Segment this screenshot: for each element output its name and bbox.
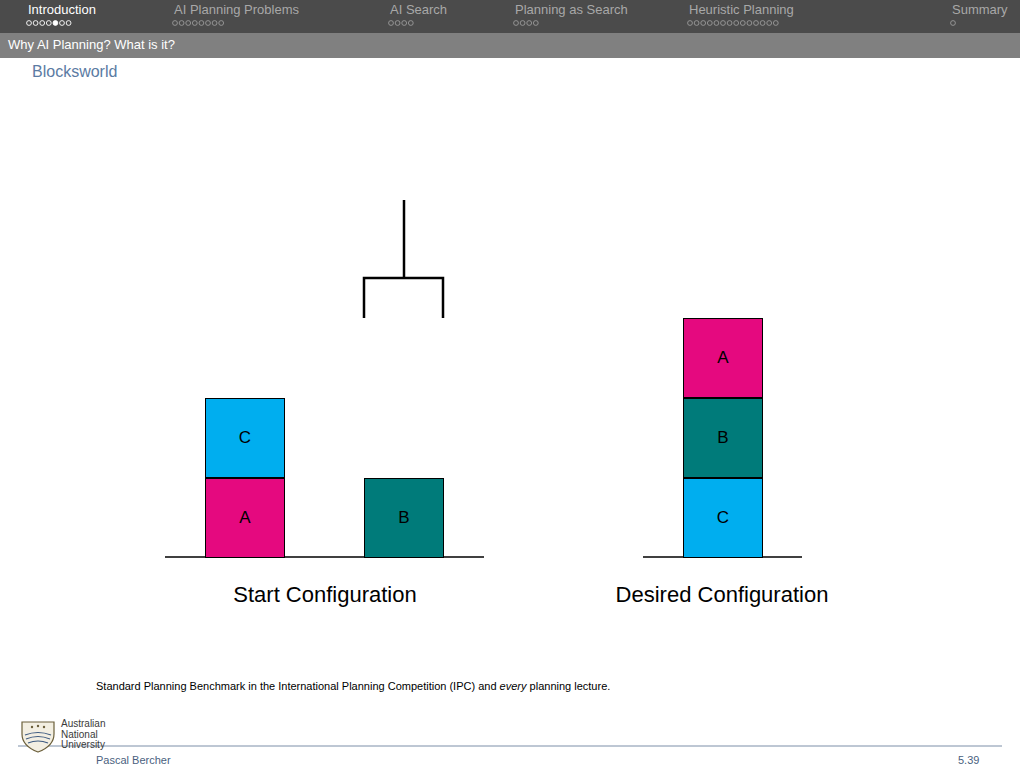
nav-dot [66, 21, 71, 26]
nav-section-active: Introduction [28, 3, 96, 18]
nav-dot [40, 21, 45, 26]
block-letter: A [717, 348, 728, 368]
nav-dot [192, 21, 197, 26]
nav-dots [27, 21, 956, 26]
block-box: C [205, 398, 285, 478]
nav-dot [46, 21, 51, 26]
nav-dot [173, 21, 178, 26]
nav-section: Planning as Search [515, 3, 628, 18]
nav-dot [199, 21, 204, 26]
gripper [364, 200, 443, 318]
footnote-text: planning lecture. [530, 680, 611, 692]
footnote-text: Standard Planning Benchmark in the Inter… [96, 680, 497, 692]
nav-dot [520, 21, 525, 26]
nav-section: Heuristic Planning [689, 3, 794, 18]
nav-dot [395, 21, 400, 26]
block-letter: A [239, 508, 250, 528]
block-box: A [205, 478, 285, 558]
nav-dot [727, 21, 732, 26]
nav-dot [533, 21, 538, 26]
nav-section: Summary [952, 3, 1008, 18]
university-name: Australian National University [61, 719, 123, 751]
block-box: B [364, 478, 444, 558]
block-box: B [683, 398, 763, 478]
nav-dot [688, 21, 693, 26]
nav-dot [740, 21, 745, 26]
block-box: C [683, 478, 763, 558]
author-name: Pascal Bercher [96, 754, 171, 767]
nav-dot [212, 21, 217, 26]
nav-dot [514, 21, 519, 26]
emphasis-text: every [500, 680, 527, 692]
nav-dot [773, 21, 778, 26]
nav-dot [33, 21, 38, 26]
nav-dot [179, 21, 184, 26]
nav-dot [402, 21, 407, 26]
frame-title: Why AI Planning? What is it? [8, 38, 175, 53]
nav-dot [754, 21, 759, 26]
nav-dot [186, 21, 191, 26]
nav-dot [714, 21, 719, 26]
nav-dot [53, 21, 58, 26]
footnote: Standard Planning Benchmark in the Inter… [96, 680, 610, 692]
nav-dot [527, 21, 532, 26]
nav-dot [206, 21, 211, 26]
config-caption: Desired Configuration [616, 582, 829, 607]
frame-title-bar [0, 33, 1020, 58]
nav-dot [747, 21, 752, 26]
nav-section: AI Search [390, 3, 447, 18]
nav-dot [721, 21, 726, 26]
config-caption: Start Configuration [233, 582, 416, 607]
block-letter: C [717, 508, 729, 528]
block-box: A [683, 318, 763, 398]
nav-dot [701, 21, 706, 26]
nav-bar [0, 0, 1020, 33]
block-letter: B [717, 428, 728, 448]
nav-dot [694, 21, 699, 26]
nav-dot [951, 21, 956, 26]
nav-dot [60, 21, 65, 26]
nav-dot [408, 21, 413, 26]
page-number: 5.39 [958, 754, 979, 767]
university-crest [22, 722, 54, 752]
nav-dot [760, 21, 765, 26]
nav-dot [389, 21, 394, 26]
block-letter: C [239, 428, 251, 448]
nav-dot [707, 21, 712, 26]
block-title: Blocksworld [32, 63, 117, 81]
nav-dot [734, 21, 739, 26]
footer-rule [18, 746, 1002, 747]
nav-dot [767, 21, 772, 26]
nav-section: AI Planning Problems [174, 3, 299, 18]
nav-dot [27, 21, 32, 26]
nav-dot [219, 21, 224, 26]
block-letter: B [398, 508, 409, 528]
